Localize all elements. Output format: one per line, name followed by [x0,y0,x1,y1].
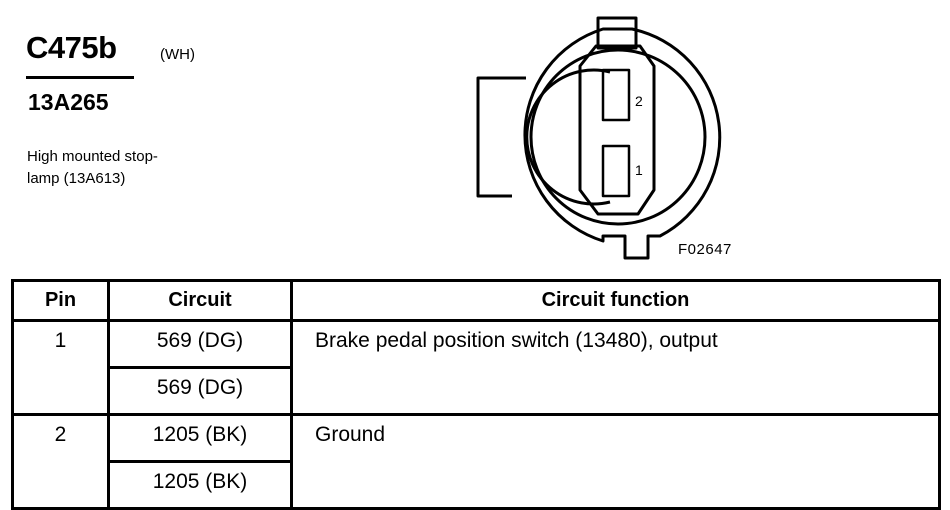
connector-description: High mounted stop- lamp (13A613) [27,146,158,190]
connector-inner-ring [529,48,707,226]
function-cell: Brake pedal position switch (13480), out… [290,319,941,368]
pin-cell-continued [11,367,110,416]
table-row: 1205 (BK) [11,460,941,510]
connector-inner-c-ring [525,68,611,206]
header-circuit-function: Circuit function [290,279,941,322]
connector-latch-tab [476,76,526,198]
connector-top-key [596,16,638,50]
function-cell: Ground [290,413,941,462]
table-row: 569 (DG) [11,366,941,416]
figure-id: F02647 [678,241,732,258]
connector-color-code: (WH) [160,46,195,63]
connector-id: C475b [26,30,117,65]
connector-outer-shell [523,27,722,260]
part-number: 13A265 [28,89,109,115]
table-header-row: Pin Circuit Circuit function [11,279,941,322]
pin-label-2: 2 [635,93,643,109]
circuit-cell: 569 (DG) [107,319,293,369]
pin-cell: 1 [11,319,110,368]
table-row: 1 569 (DG) Brake pedal position switch (… [11,319,941,369]
terminal-2 [601,68,631,122]
function-cell-continued [290,461,941,510]
header-circuit: Circuit [107,279,293,322]
pin-label-1: 1 [635,162,643,178]
connector-face-diagram: 2 1 [476,16,722,260]
terminal-1 [601,144,631,198]
header-pin: Pin [11,279,110,322]
terminal-housing [578,44,656,216]
circuit-cell: 569 (DG) [107,366,293,416]
circuit-cell: 1205 (BK) [107,460,293,510]
description-line-2: lamp (13A613) [27,170,126,187]
pinout-table: Pin Circuit Circuit function 1 569 (DG) … [11,279,941,510]
description-line-1: High mounted stop- [27,148,158,165]
function-cell-continued [290,367,941,416]
pin-cell-continued [11,461,110,510]
circuit-cell: 1205 (BK) [107,413,293,463]
pin-cell: 2 [11,413,110,462]
connector-id-underline [26,76,134,79]
table-row: 2 1205 (BK) Ground [11,413,941,463]
